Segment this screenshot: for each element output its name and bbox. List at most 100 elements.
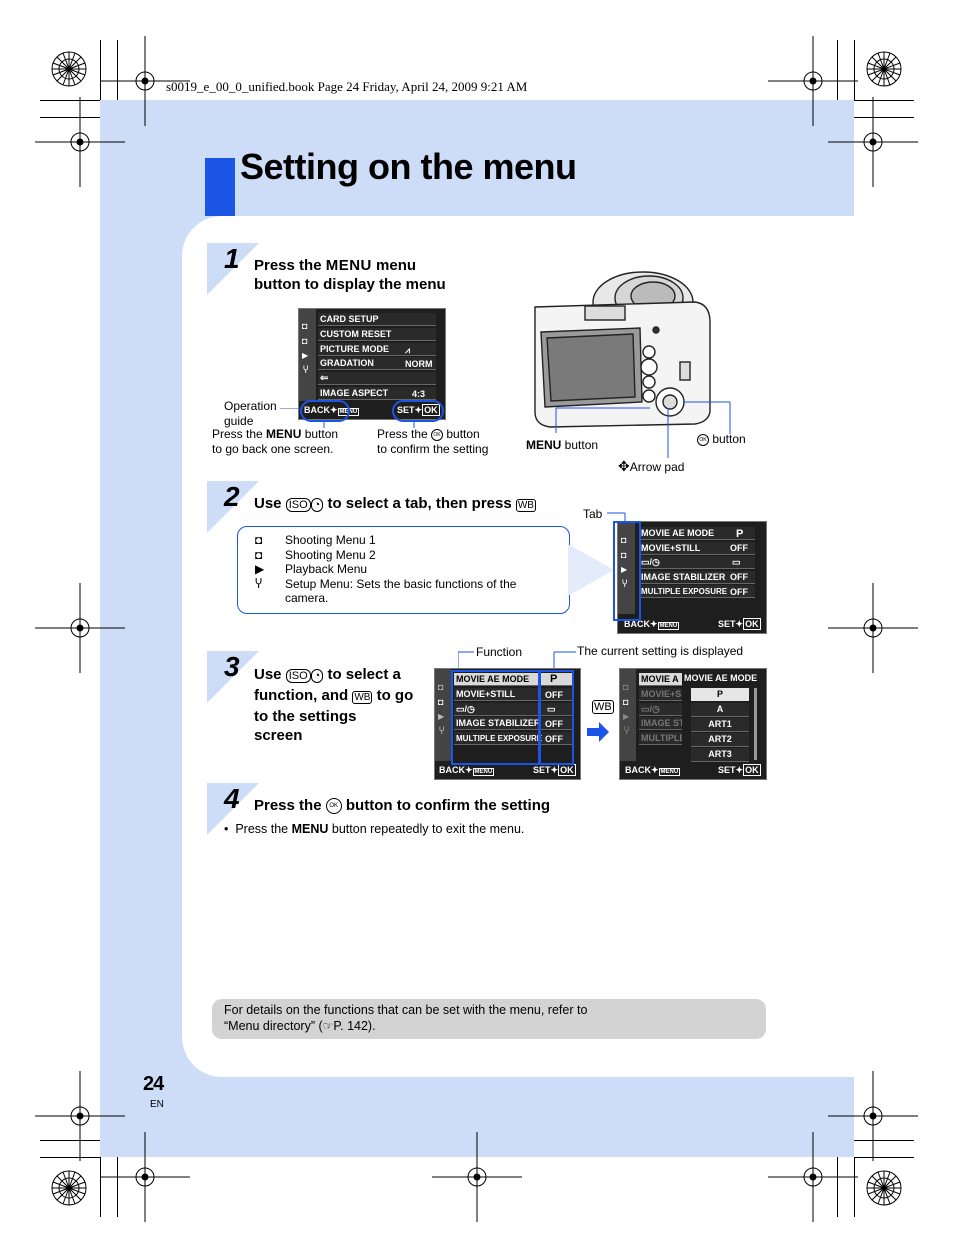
menu-row-selected[interactable]: MOVIE AE MODE — [454, 673, 572, 686]
function-label: Function — [476, 645, 523, 659]
menu-value: OFF — [545, 719, 563, 729]
step-4-badge — [207, 783, 259, 835]
menu-row[interactable]: MOVIE+STILL — [454, 688, 572, 701]
option[interactable]: A — [691, 703, 749, 717]
tab-column — [299, 309, 316, 401]
menu-row[interactable]: IMAGE STABILIZER — [639, 571, 755, 584]
option[interactable]: ART1 — [691, 718, 749, 732]
step-4-bullet: • Press the MENU button repeatedly to ex… — [224, 822, 525, 836]
menu-row[interactable]: GRADATION — [318, 357, 436, 370]
menu-value: OFF — [730, 587, 748, 597]
wb-button-icon: WB — [352, 691, 373, 704]
shooting-menu-2-icon: ◘ — [255, 547, 263, 562]
menu-row[interactable]: CARD SETUP — [318, 313, 436, 326]
tab-legend-list: ◘Shooting Menu 1 ◘Shooting Menu 2 ▶Playb… — [255, 533, 517, 605]
menu-row: IMAGE ST — [639, 717, 685, 730]
content-panel — [182, 216, 854, 1077]
registration-target — [35, 1071, 125, 1161]
step-4-heading: Press the OK button to confirm the setti… — [254, 797, 551, 815]
note-text: For details on the functions that can be… — [224, 1003, 588, 1033]
option[interactable]: ART3 — [691, 748, 749, 762]
popup-title: MOVIE AE MODE — [684, 673, 758, 683]
menu-value: NORM — [405, 359, 433, 369]
menu-value: OFF — [730, 543, 748, 553]
starburst-mark — [51, 1170, 87, 1206]
step-2-heading: Use ISO◔ to select a tab, then press WB — [254, 495, 536, 512]
menu-row[interactable]: MOVIE AE MODE — [639, 527, 755, 540]
menu-row[interactable]: CUSTOM RESET — [318, 328, 436, 341]
menu-row[interactable]: MULTIPLE EXPOSURE — [454, 732, 572, 745]
wb-button-icon: WB — [592, 700, 614, 714]
menu-screen-3a: ◘ ◘ ▶ Ⴤ MOVIE AE MODE MOVIE+STILL ▭/◷ IM… — [434, 668, 581, 780]
function-highlight — [451, 670, 541, 765]
ok-callout: Press the OK button to confirm the setti… — [377, 427, 489, 456]
menu-row[interactable]: PICTURE MODE — [318, 343, 436, 356]
registration-target — [35, 97, 125, 187]
legend-pointer — [568, 544, 614, 596]
menu-row: MOVIE+S — [639, 688, 685, 701]
menu-value: OFF — [730, 572, 748, 582]
menu-row-icon[interactable]: ⇐ — [318, 372, 436, 385]
option[interactable]: ART2 — [691, 733, 749, 747]
page-reference-icon: ☞ — [322, 1019, 334, 1033]
camera-tab-icon: ◘ — [302, 321, 308, 331]
settings-popup: MOVIE AE MODE P A ART1 ART2 ART3 — [682, 670, 762, 762]
page-title: Setting on the menu — [240, 146, 577, 187]
step-2-number: 2 — [224, 481, 240, 512]
step-1-badge — [207, 243, 259, 295]
language-code: EN — [150, 1099, 164, 1110]
arrow-right-icon — [587, 722, 609, 742]
menu-value: 4:3 — [412, 389, 426, 399]
ok-icon: OK — [697, 433, 709, 446]
step-1-heading: Press the MENU menu button to display th… — [254, 257, 446, 293]
set-guide: SET✦OK — [397, 404, 440, 416]
step-3-number: 3 — [224, 651, 240, 682]
registration-target — [100, 1132, 190, 1222]
menu-row[interactable]: MOVIE+STILL — [639, 542, 755, 555]
starburst-mark — [866, 1170, 902, 1206]
popup-scrollbar[interactable] — [754, 688, 757, 760]
note-box — [212, 999, 766, 1039]
menu-screen-3b: ◘ ◘ ▶ Ⴤ MOVIE A MOVIE+S ▭/◷ IMAGE ST MUL… — [619, 668, 767, 780]
back-highlight — [300, 400, 350, 422]
ok-icon: OK — [325, 798, 342, 815]
step3-leaders — [458, 651, 576, 670]
option-selected[interactable]: P — [691, 688, 749, 701]
menu-row[interactable]: IMAGE ASPECT — [318, 387, 436, 400]
play-tab-icon: ▶ — [302, 351, 309, 360]
tab-leader — [607, 512, 626, 521]
playback-menu-icon: ▶ — [255, 562, 265, 576]
menu-value: P — [736, 528, 744, 540]
registration-target — [35, 583, 125, 673]
tab-label: Tab — [583, 507, 603, 521]
registration-target — [432, 1132, 522, 1222]
registration-target — [100, 36, 190, 126]
registration-target — [828, 97, 918, 187]
arrow-pad-callout: ✥Arrow pad — [618, 458, 685, 475]
shooting-menu-1-icon: ◘ — [255, 533, 263, 547]
registration-target — [828, 583, 918, 673]
camera-illustration — [534, 271, 711, 428]
starburst-mark — [866, 51, 902, 87]
book-header: s0019_e_00_0_unified.book Page 24 Friday… — [166, 79, 528, 94]
menu-word: MENU — [325, 257, 372, 274]
registration-target — [768, 36, 858, 126]
menu-value: OFF — [545, 690, 563, 700]
camera-2-tab-icon: ◘ — [302, 336, 308, 346]
menu-row-icons[interactable]: ▭/◷ — [454, 703, 572, 716]
iso-dial-icon: ISO — [285, 498, 311, 512]
camera-callout-lines — [555, 401, 731, 458]
menu-screen-2: ◘ ◘ ▶ Ⴤ MOVIE AE MODE MOVIE+STILL ▭/◷ IM… — [617, 521, 767, 634]
wb-button-icon: WB — [515, 499, 536, 512]
menu-row-icons[interactable]: ▭/◷ — [639, 556, 755, 569]
menu-row[interactable]: MULTIPLE EXPOSURE — [639, 585, 755, 598]
step-4-number: 4 — [224, 783, 240, 814]
title-accent-bar — [205, 158, 235, 216]
registration-target — [828, 1071, 918, 1161]
registration-target — [768, 1132, 858, 1222]
wrench-tab-icon: Ⴤ — [303, 365, 309, 375]
picture-mode-icon: ⩘ — [405, 345, 411, 355]
menu-row[interactable]: IMAGE STABILIZER — [454, 717, 572, 730]
